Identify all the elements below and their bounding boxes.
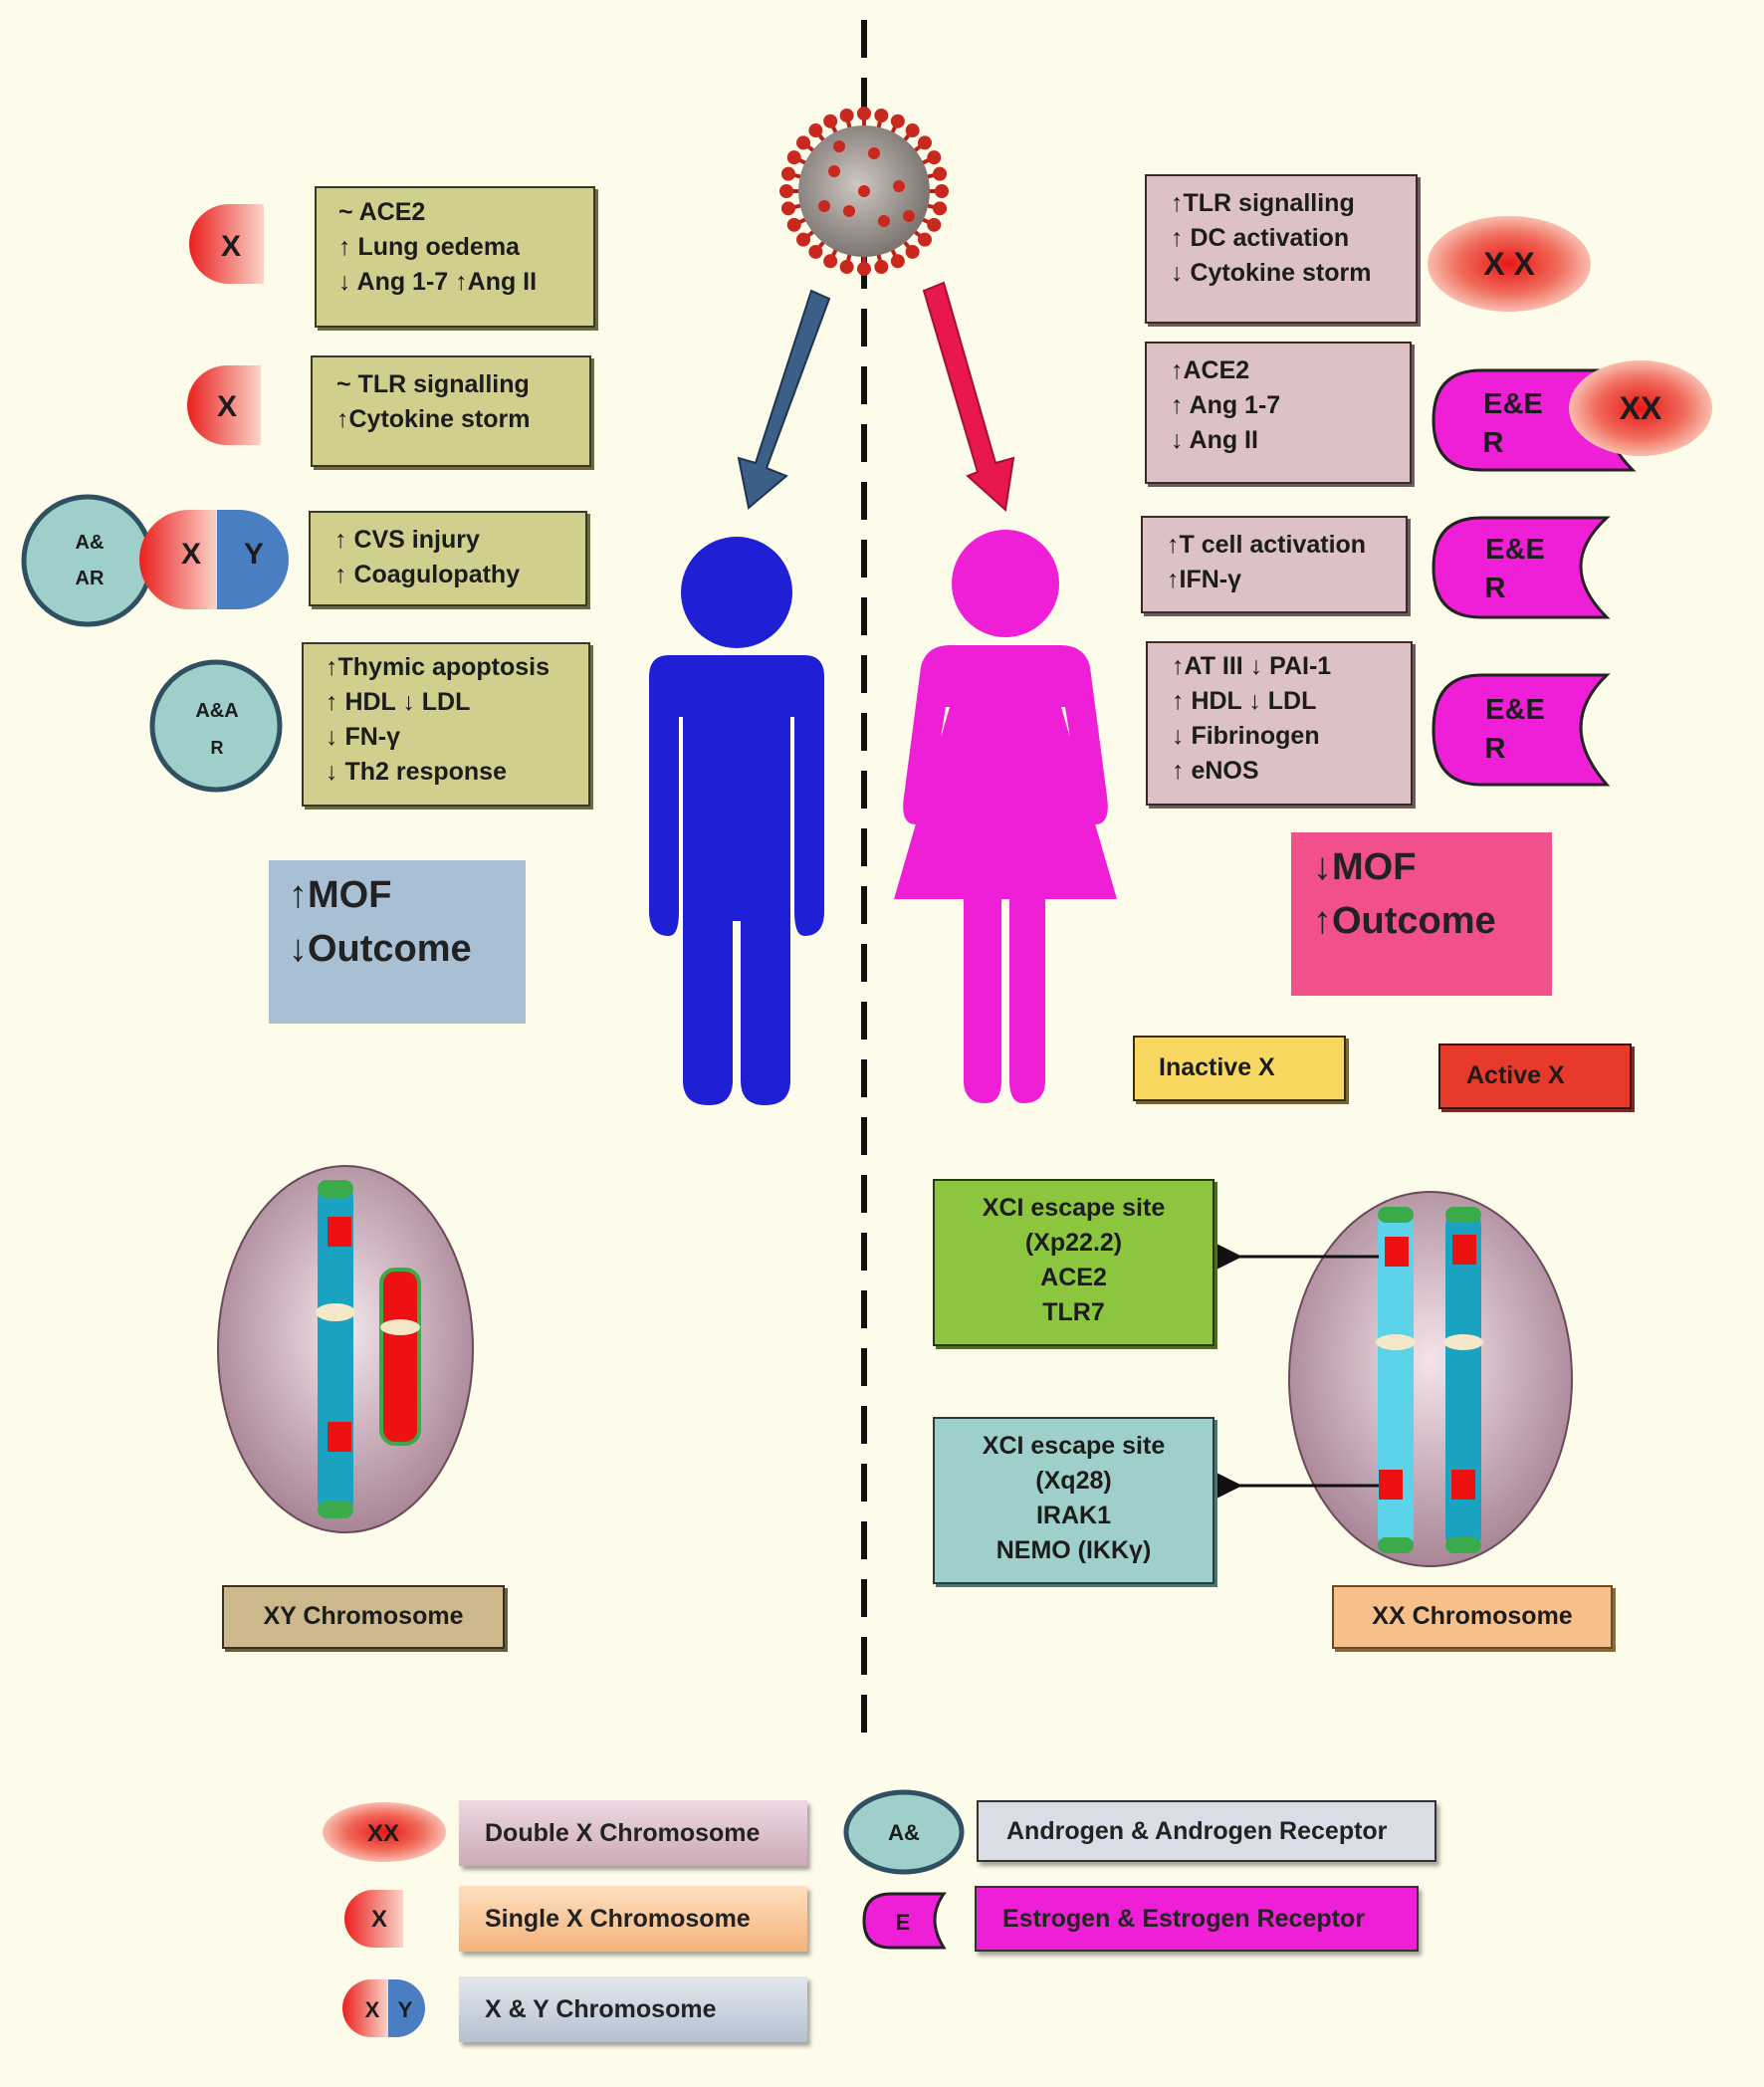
legend-estrogen-icon: E <box>862 1892 947 1950</box>
svg-text:X: X <box>221 230 241 263</box>
female-box-4-line-2: ↑ HDL ↓ LDL <box>1172 687 1317 715</box>
svg-text:E&E: E&E <box>1485 534 1545 566</box>
female-arrow <box>922 281 1015 512</box>
svg-text:A&A: A&A <box>195 700 238 722</box>
male-outcome-line-2: ↓Outcome <box>289 928 472 970</box>
legend-single-x-icon: X <box>344 1890 403 1948</box>
male-box-1-line-1: ~ ACE2 <box>338 198 426 226</box>
escape-site-2-line-2: (Xq28) <box>1035 1467 1112 1495</box>
svg-text:X: X <box>181 538 201 571</box>
female-box-4-line-3: ↓ Fibrinogen <box>1172 722 1320 750</box>
xx-chromosome-cell <box>1288 1191 1573 1567</box>
legend-double-x-label: Double X Chromosome <box>459 1800 807 1866</box>
svg-text:Y: Y <box>398 1997 413 2022</box>
female-box-coagulation: ↑AT III ↓ PAI-1 ↑ HDL ↓ LDL ↓ Fibrinogen… <box>1146 641 1413 806</box>
active-x-badge: Active X <box>1438 1044 1632 1109</box>
male-box-2-line-1: ~ TLR signalling <box>336 370 530 398</box>
svg-text:R: R <box>211 738 224 758</box>
svg-text:R: R <box>1485 573 1506 604</box>
x-chromosome-icon-2: X <box>187 365 261 445</box>
xy-chromosome-label: XY Chromosome <box>222 1585 505 1649</box>
legend-xy-icon: X Y <box>342 1979 425 2037</box>
female-box-tcell: ↑T cell activation ↑IFN-γ <box>1141 516 1408 613</box>
svg-text:X X: X X <box>1483 246 1535 282</box>
male-outcome-box: ↑MOF ↓Outcome <box>269 860 526 1024</box>
female-box-4-line-4: ↑ eNOS <box>1172 757 1259 785</box>
female-box-2-line-1: ↑ACE2 <box>1171 356 1250 384</box>
svg-text:X: X <box>217 390 237 423</box>
xx-chromosome-label: XX Chromosome <box>1332 1585 1613 1649</box>
female-box-1-line-3: ↓ Cytokine storm <box>1171 259 1372 287</box>
female-box-4-line-1: ↑AT III ↓ PAI-1 <box>1172 652 1332 680</box>
male-box-1-line-3: ↓ Ang 1-7 ↑Ang II <box>338 268 538 296</box>
estrogen-receptor-icon-1: E&E R XX <box>1432 360 1712 472</box>
svg-text:Y: Y <box>244 538 264 571</box>
male-figure <box>649 537 824 1105</box>
svg-text:R: R <box>1485 733 1506 765</box>
svg-text:XX: XX <box>367 1820 399 1847</box>
escape-site-1-line-2: (Xp22.2) <box>1024 1229 1123 1257</box>
female-box-3-line-1: ↑T cell activation <box>1167 531 1367 559</box>
male-box-4-line-2: ↑ HDL ↓ LDL <box>326 688 471 716</box>
female-box-2-line-2: ↑ Ang 1-7 <box>1171 391 1281 419</box>
legend-estrogen-label: Estrogen & Estrogen Receptor <box>975 1886 1419 1952</box>
male-box-thymic: ↑Thymic apoptosis ↑ HDL ↓ LDL ↓ FN-γ ↓ T… <box>302 642 590 807</box>
male-box-4-line-4: ↓ Th2 response <box>326 758 507 786</box>
female-outcome-box: ↓MOF ↑Outcome <box>1291 832 1552 996</box>
female-figure <box>894 530 1117 1103</box>
xy-chromosome-icon: X Y <box>139 510 289 609</box>
female-box-2-line-3: ↓ Ang II <box>1171 426 1258 454</box>
male-box-3-line-1: ↑ CVS injury <box>334 526 480 554</box>
legend-androgen-icon: A& <box>843 1789 965 1875</box>
svg-text:R: R <box>1483 427 1504 459</box>
male-box-tlr: ~ TLR signalling ↑Cytokine storm <box>311 355 591 467</box>
legend-xy-label: X & Y Chromosome <box>459 1976 807 2042</box>
male-box-cvs: ↑ CVS injury ↑ Coagulopathy <box>309 511 587 606</box>
female-outcome-line-2: ↑Outcome <box>1313 900 1496 942</box>
xy-chromosome-cell <box>217 1165 474 1533</box>
svg-text:A&: A& <box>76 532 105 554</box>
svg-text:E: E <box>896 1910 911 1935</box>
escape-site-1-line-1: XCI escape site <box>982 1194 1166 1222</box>
inactive-x-badge: Inactive X <box>1133 1036 1346 1101</box>
male-box-ace2: ~ ACE2 ↑ Lung oedema ↓ Ang 1-7 ↑Ang II <box>315 186 595 328</box>
svg-text:E&E: E&E <box>1483 388 1543 420</box>
escape-site-1-line-3: ACE2 <box>1040 1264 1107 1291</box>
male-box-1-line-2: ↑ Lung oedema <box>338 233 520 261</box>
male-box-4-line-1: ↑Thymic apoptosis <box>326 653 551 681</box>
androgen-receptor-icon-2: A&A R <box>149 659 283 793</box>
female-box-3-line-2: ↑IFN-γ <box>1167 566 1241 593</box>
xx-chromosome-icon-1: X X <box>1428 216 1591 312</box>
male-box-4-line-3: ↓ FN-γ <box>326 723 400 751</box>
legend-double-x-icon: XX <box>323 1802 446 1862</box>
escape-site-box-1: XCI escape site (Xp22.2) ACE2 TLR7 <box>933 1179 1214 1346</box>
escape-site-box-2: XCI escape site (Xq28) IRAK1 NEMO (IKKγ) <box>933 1417 1214 1584</box>
male-arrow <box>737 289 831 510</box>
escape-site-2-line-1: XCI escape site <box>982 1432 1166 1460</box>
female-box-1-line-2: ↑ DC activation <box>1171 224 1350 252</box>
male-box-2-line-2: ↑Cytokine storm <box>336 405 531 433</box>
escape-site-2-line-4: NEMO (IKKγ) <box>995 1536 1152 1564</box>
male-box-3-line-2: ↑ Coagulopathy <box>334 561 521 588</box>
female-box-ace2: ↑ACE2 ↑ Ang 1-7 ↓ Ang II <box>1145 342 1412 484</box>
legend-single-x-label: Single X Chromosome <box>459 1886 807 1952</box>
male-outcome-line-1: ↑MOF <box>289 874 392 916</box>
coronavirus-icon <box>779 107 949 276</box>
escape-site-1-line-4: TLR7 <box>1042 1298 1105 1326</box>
female-outcome-line-1: ↓MOF <box>1313 846 1417 888</box>
svg-text:X: X <box>365 1997 380 2022</box>
female-box-1-line-1: ↑TLR signalling <box>1171 189 1355 217</box>
androgen-receptor-icon-1: A& AR <box>21 494 154 627</box>
x-chromosome-icon-1: X <box>189 204 264 284</box>
svg-text:AR: AR <box>76 568 105 589</box>
estrogen-receptor-icon-2: E&E R <box>1432 516 1611 619</box>
svg-text:A&: A& <box>888 1820 920 1845</box>
legend-androgen-label: Androgen & Androgen Receptor <box>977 1800 1436 1862</box>
svg-text:XX: XX <box>1620 390 1662 426</box>
female-box-tlr: ↑TLR signalling ↑ DC activation ↓ Cytoki… <box>1145 174 1418 324</box>
escape-site-2-line-3: IRAK1 <box>1035 1502 1111 1529</box>
estrogen-receptor-icon-3: E&E R <box>1432 673 1611 787</box>
svg-text:E&E: E&E <box>1485 694 1545 726</box>
svg-text:X: X <box>371 1906 387 1933</box>
